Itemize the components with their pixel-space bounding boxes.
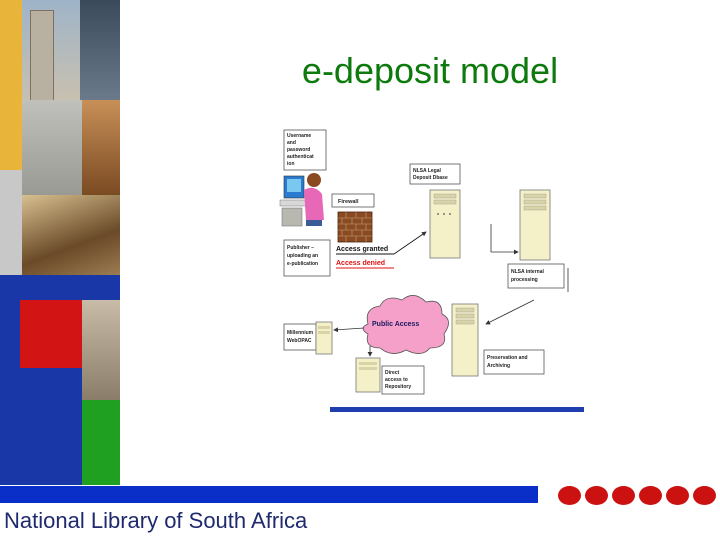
photo-collage	[0, 0, 120, 485]
username-line: authenticat	[287, 154, 314, 160]
footer-bar	[0, 486, 538, 503]
firewall: Firewall	[331, 193, 375, 243]
svg-text:Username and passw: Username and password authenticat ion	[287, 133, 315, 167]
footer-dot	[666, 486, 689, 505]
direct-access-line: Repository	[385, 384, 411, 390]
svg-text:NLSA internal processing: NLSA internal processing	[511, 269, 545, 283]
preservation-line: Archiving	[487, 363, 510, 369]
internal-processing-server	[519, 189, 551, 261]
legal-deposit-line: Deposit Dbase	[413, 175, 448, 181]
legal-deposit-box: NLSA Legal Deposit Dbase	[409, 163, 461, 185]
collage-street-photo	[22, 100, 82, 195]
publisher-line: e-publication	[287, 261, 318, 267]
millennium-line: WebOPAC	[287, 338, 312, 344]
millennium-box: Millennium WebOPAC	[283, 323, 317, 351]
slide-title: e-deposit model	[301, 50, 559, 91]
direct-access-box: Direct access to Repository	[381, 365, 425, 395]
collage-red-block	[20, 300, 82, 368]
preservation-server	[451, 303, 479, 377]
collage-books-photo	[82, 100, 120, 195]
repository-server	[355, 357, 381, 393]
collage-person-photo	[80, 0, 120, 100]
internal-processing-box: NLSA internal processing	[507, 263, 565, 289]
username-box: Username and password authenticat ion	[283, 129, 327, 171]
footer-dot	[585, 486, 608, 505]
user-computer-icon	[279, 173, 324, 227]
publisher-box: Publisher – uploading an e-publication	[283, 239, 331, 277]
millennium-line: Millennium	[287, 330, 314, 336]
footer-dot	[612, 486, 635, 505]
public-access-cloud: Public Access	[362, 295, 449, 354]
direct-access-line: access to	[385, 377, 408, 383]
firewall-label: Firewall	[338, 199, 359, 205]
public-access-label: Public Access	[372, 321, 419, 328]
publisher-line: uploading an	[287, 253, 318, 259]
collage-flag-photo	[82, 300, 120, 400]
svg-text:NLSA Legal Deposit Dbase: NLSA Legal Deposit Dbase	[413, 168, 448, 181]
access-denied-label: Access denied	[336, 260, 385, 267]
access-granted-label: Access granted	[336, 246, 388, 253]
preservation-box: Preservation and Archiving	[483, 349, 545, 375]
svg-text:Direct access to R: Direct access to Repository	[385, 370, 411, 390]
publisher-line: Publisher –	[287, 245, 314, 251]
collage-green-block	[82, 400, 120, 485]
direct-access-line: Direct	[385, 370, 400, 376]
legal-deposit-server	[429, 189, 461, 259]
footer-dot	[639, 486, 662, 505]
svg-text:Millennium WebOPAC: Millennium WebOPAC	[287, 330, 315, 344]
preservation-line: Preservation and	[487, 355, 528, 361]
username-line: ion	[287, 161, 295, 167]
username-line: and	[287, 140, 296, 146]
footer-dot	[693, 486, 716, 505]
username-line: Username	[287, 133, 311, 139]
e-deposit-diagram: Username and password authenticat ion Fi…	[279, 129, 569, 395]
legal-deposit-line: NLSA Legal	[413, 168, 441, 174]
footer-dots	[558, 486, 720, 506]
footer-organization: National Library of South Africa	[4, 508, 308, 533]
collage-grey-strip	[0, 170, 22, 275]
millennium-server	[315, 321, 333, 355]
username-line: password	[287, 147, 310, 153]
footer-dot	[558, 486, 581, 505]
accent-line	[330, 407, 584, 412]
internal-processing-line: NLSA internal	[511, 269, 544, 275]
svg-text:Preservation and Archivi: Preservation and Archiving	[487, 355, 529, 369]
collage-yellow-strip	[0, 0, 22, 170]
internal-processing-line: processing	[511, 277, 538, 283]
svg-text:Publisher – uploading an: Publisher – uploading an e-publication	[287, 245, 320, 267]
